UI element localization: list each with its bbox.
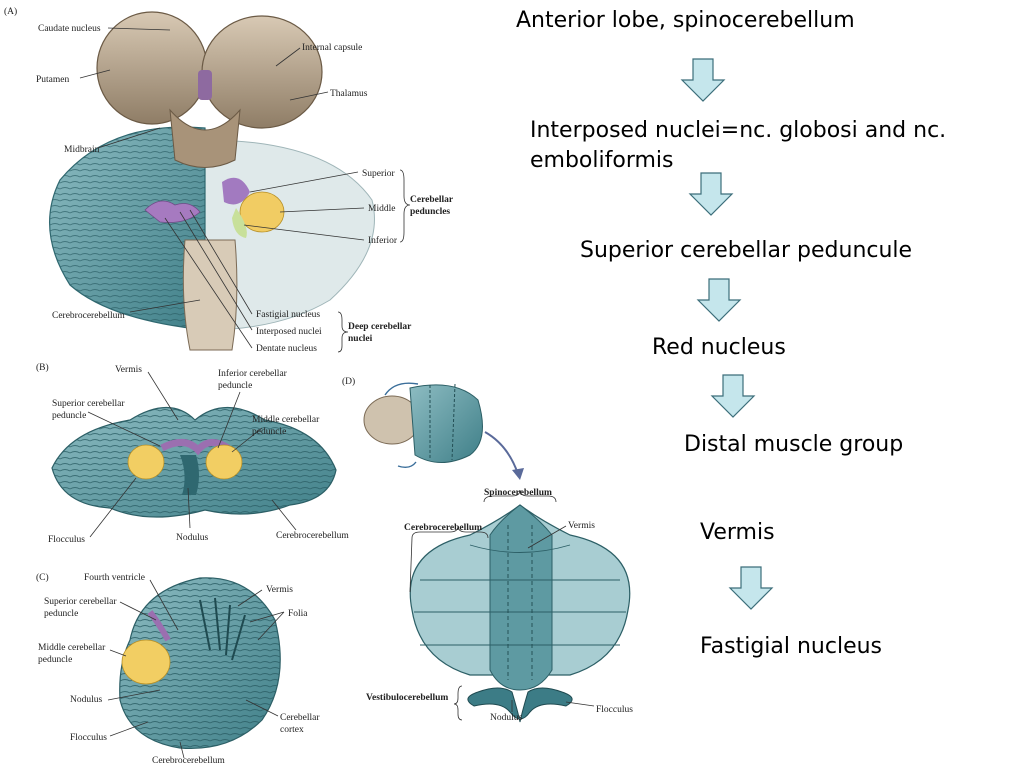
flow-step-interposed-line2: emboliformis xyxy=(530,148,674,173)
label-flocculus-c: Flocculus xyxy=(70,733,107,743)
label-superior-ped-b-1: Superior cerebellar xyxy=(52,399,125,409)
label-flocculus-d: Flocculus xyxy=(596,705,633,715)
label-fourth-ventricle: Fourth ventricle xyxy=(84,573,145,583)
label-fastigial-nucleus: Fastigial nucleus xyxy=(256,310,320,320)
panel-c-tag: (C) xyxy=(36,572,49,583)
panel-c: (C) Fourth ventricle Vermis Superior cer… xyxy=(36,572,320,766)
label-nuclei: nuclei xyxy=(348,334,373,344)
label-vermis-d: Vermis xyxy=(568,521,595,531)
label-cerebellar: Cerebellar xyxy=(410,195,454,205)
label-inferior-peduncle: Inferior xyxy=(368,235,398,246)
label-interposed-nuclei: Interposed nuclei xyxy=(256,327,322,337)
label-deep-cerebellar: Deep cerebellar xyxy=(348,322,412,332)
label-nodulus-c: Nodulus xyxy=(70,695,103,705)
label-putamen: Putamen xyxy=(36,75,69,85)
label-middle-ped-c-1: Middle cerebellar xyxy=(38,643,106,653)
panel-d: (D) Spinocerebellum Cerebrocerebellum Ve… xyxy=(342,376,633,723)
label-thalamus: Thalamus xyxy=(330,89,368,99)
panel-a: (A) Caudate nucleus Internal cap xyxy=(4,6,454,354)
down-arrow-icon xyxy=(710,374,756,418)
down-arrow-icon xyxy=(728,566,774,610)
flow-step-distal-muscle: Distal muscle group xyxy=(684,432,904,457)
label-vermis-b: Vermis xyxy=(115,365,142,375)
panel-b: (B) Vermis Inferior cerebellar peduncle … xyxy=(36,362,349,545)
label-cerebrocerebellum-c: Cerebrocerebellum xyxy=(152,756,225,766)
label-middle-peduncle: Middle xyxy=(368,204,395,214)
label-spinocerebellum: Spinocerebellum xyxy=(484,488,552,498)
label-midbrain: Midbrain xyxy=(64,145,100,155)
panel-d-tag: (D) xyxy=(342,376,355,387)
label-superior-ped-b-2: peduncle xyxy=(52,411,86,421)
label-cerebrocerebellum-b: Cerebrocerebellum xyxy=(276,531,349,541)
label-vermis-c: Vermis xyxy=(266,585,293,595)
label-nodulus-b: Nodulus xyxy=(176,533,209,543)
label-internal-capsule: Internal capsule xyxy=(302,43,362,53)
label-vestibulocerebellum: Vestibulocerebellum xyxy=(366,693,448,703)
label-cerebrocerebellum-a: Cerebrocerebellum xyxy=(52,311,125,321)
label-superior-ped-c-2: peduncle xyxy=(44,609,78,619)
label-cerebrocerebellum-d: Cerebrocerebellum xyxy=(404,523,482,533)
flow-step-vermis: Vermis xyxy=(700,520,775,545)
label-caudate-nucleus: Caudate nucleus xyxy=(38,24,101,34)
down-arrow-icon xyxy=(688,172,734,216)
label-nodulus-d: Nodulus xyxy=(490,713,523,723)
cerebellum-anatomy-figure: (A) Caudate nucleus Internal cap xyxy=(4,6,633,766)
label-middle-ped-c-2: peduncle xyxy=(38,655,72,665)
flow-step-fastigial: Fastigial nucleus xyxy=(700,634,883,659)
label-flocculus-b: Flocculus xyxy=(48,535,85,545)
down-arrow-icon xyxy=(680,58,726,102)
flow-step-anterior-lobe: Anterior lobe, spinocerebellum xyxy=(516,8,855,33)
down-arrow-icon xyxy=(696,278,742,322)
label-inferior-ped-b-2: peduncle xyxy=(218,381,252,391)
label-peduncles: peduncles xyxy=(410,207,450,217)
flow-step-superior-peduncle: Superior cerebellar peduncule xyxy=(580,238,913,263)
label-cerebellar-cortex-2: cortex xyxy=(280,725,304,735)
panel-b-tag: (B) xyxy=(36,362,49,373)
label-cerebellar-cortex-1: Cerebellar xyxy=(280,713,320,723)
flow-step-interposed-line1: Interposed nuclei=nc. globosi and nc. xyxy=(530,118,947,143)
label-middle-ped-b-2: peduncle xyxy=(252,427,286,437)
label-middle-ped-b-1: Middle cerebellar xyxy=(252,415,320,425)
panel-a-tag: (A) xyxy=(4,6,17,17)
label-superior-peduncle: Superior xyxy=(362,169,396,179)
label-dentate-nucleus: Dentate nucleus xyxy=(256,344,317,354)
label-folia: Folia xyxy=(288,609,308,619)
label-inferior-ped-b-1: Inferior cerebellar xyxy=(218,368,288,379)
label-superior-ped-c-1: Superior cerebellar xyxy=(44,597,117,607)
flow-step-red-nucleus: Red nucleus xyxy=(652,335,786,360)
